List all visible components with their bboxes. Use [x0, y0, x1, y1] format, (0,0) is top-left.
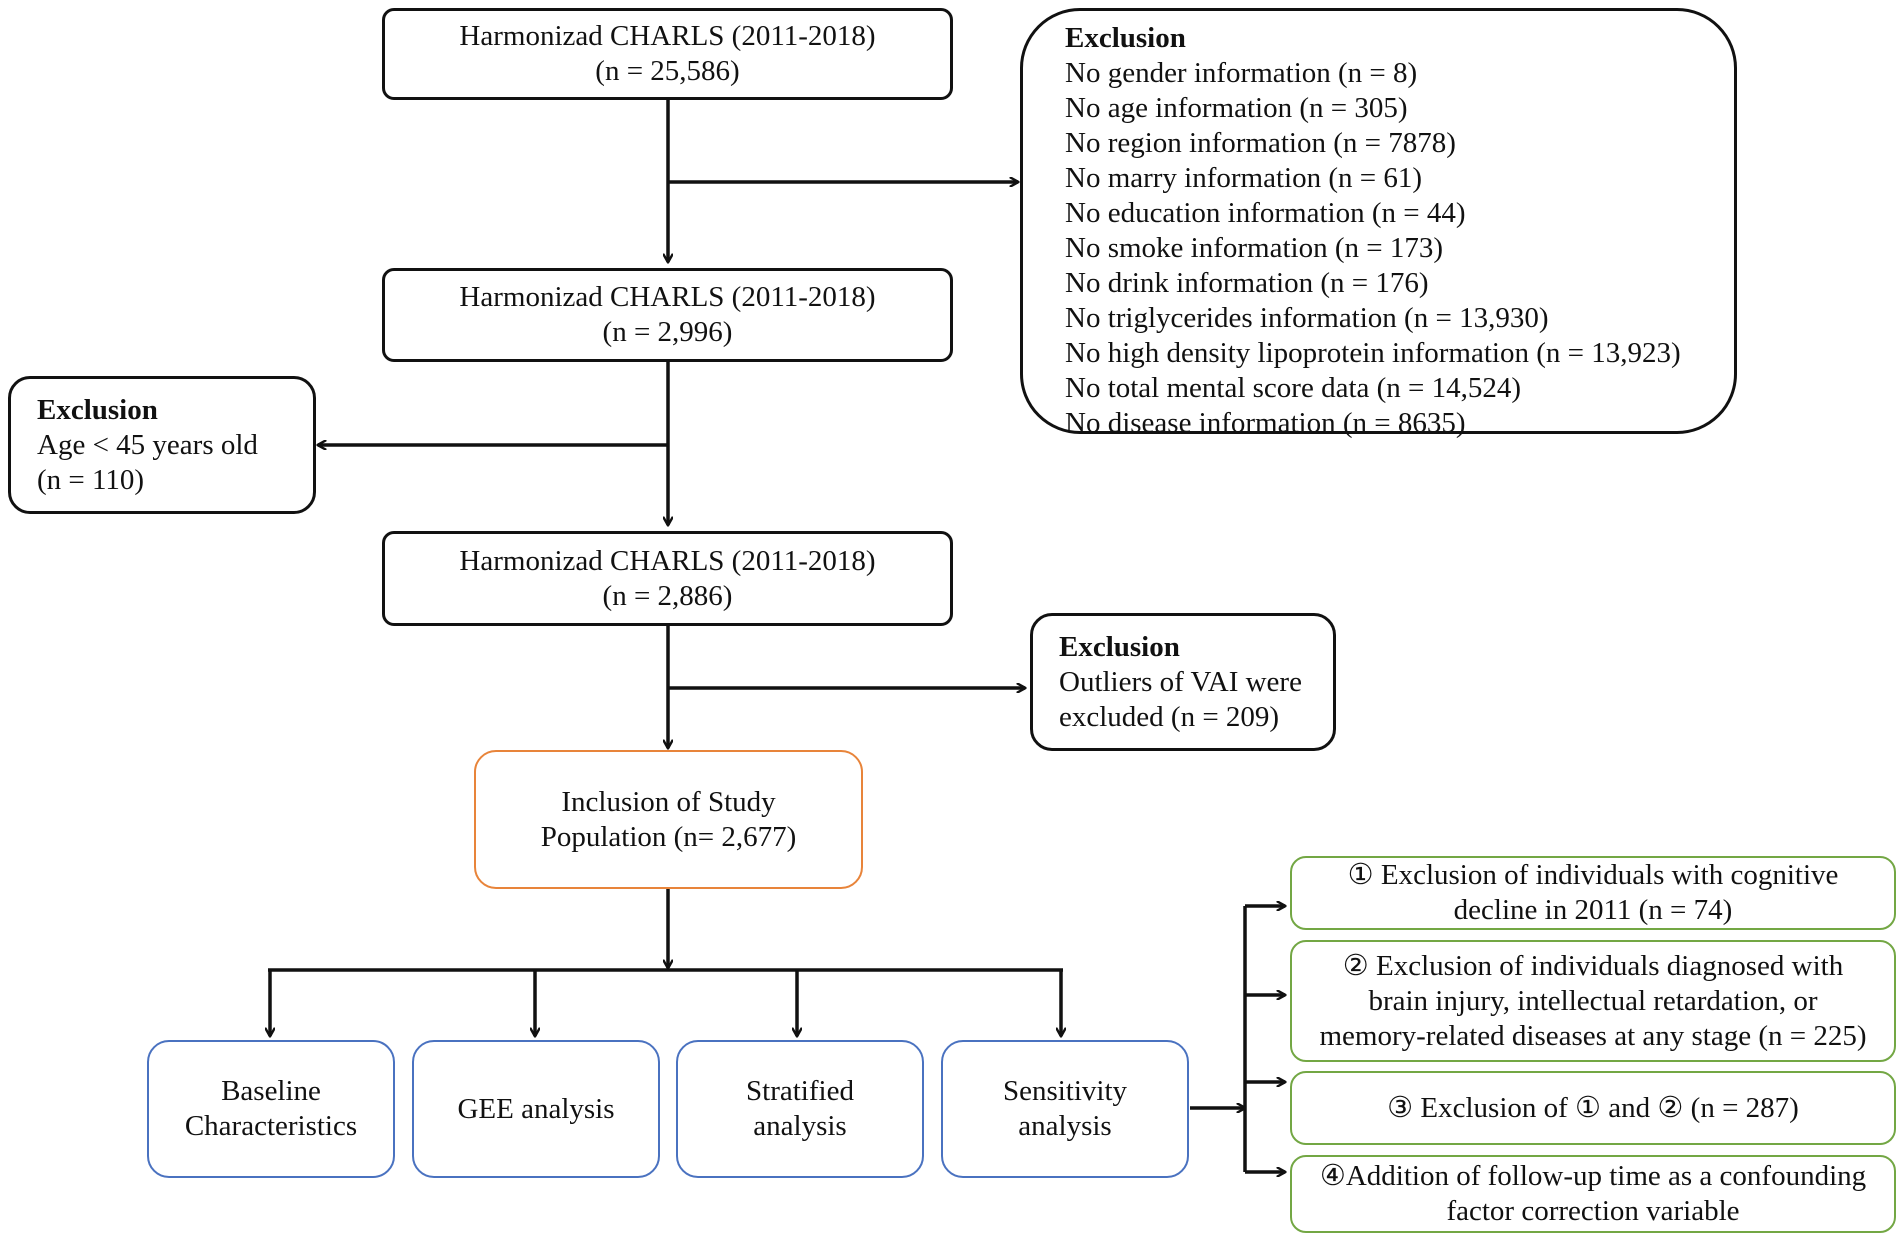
exclusion-title: Exclusion — [1059, 630, 1180, 663]
analysis-line1: Stratified — [746, 1075, 854, 1107]
exclusion-line1: Age < 45 years old — [37, 428, 258, 461]
exclusion-line1: Outliers of VAI were — [1059, 665, 1302, 698]
sensitivity-line2: brain injury, intellectual retardation, … — [1368, 984, 1818, 1017]
sensitivity-item-1: ① Exclusion of individuals with cognitiv… — [1290, 856, 1896, 930]
box-count: (n = 25,586) — [595, 55, 740, 87]
sensitivity-line2: decline in 2011 (n = 74) — [1453, 894, 1733, 926]
box-count: (n = 2,996) — [602, 316, 733, 348]
box-charls-2886: Harmonizad CHARLS (2011-2018) (n = 2,886… — [382, 531, 953, 626]
box-title: Harmonizad CHARLS (2011-2018) — [459, 544, 876, 577]
sensitivity-item-3: ③ Exclusion of ① and ② (n = 287) — [1290, 1071, 1896, 1145]
exclusion-box-missing-info: Exclusion No gender information (n = 8) … — [1020, 8, 1737, 439]
analysis-box-sensitivity: Sensitivity analysis — [941, 1040, 1189, 1178]
analysis-line1: Baseline — [221, 1075, 321, 1107]
box-title: Harmonizad CHARLS (2011-2018) — [459, 20, 876, 52]
exclusion-item: No smoke information (n = 173) — [1065, 232, 1443, 264]
exclusion-title: Exclusion — [1065, 22, 1186, 54]
exclusion-item: No education information (n = 44) — [1065, 197, 1466, 229]
analysis-line1: GEE analysis — [457, 1092, 615, 1125]
exclusion-item: No age information (n = 305) — [1065, 92, 1408, 124]
box-charls-2996: Harmonizad CHARLS (2011-2018) (n = 2,996… — [382, 268, 953, 362]
exclusion-box-vai-outliers: Exclusion Outliers of VAI were excluded … — [1030, 613, 1336, 751]
exclusion-item: No disease information (n = 8635) — [1065, 407, 1466, 439]
analysis-box-gee: GEE analysis — [412, 1040, 660, 1178]
exclusion-line2: excluded (n = 209) — [1059, 700, 1280, 733]
analysis-line2: analysis — [753, 1110, 847, 1142]
analysis-line1: Sensitivity — [1002, 1075, 1128, 1107]
sensitivity-line1: ② Exclusion of individuals diagnosed wit… — [1342, 949, 1844, 982]
analysis-line2: Characteristics — [184, 1110, 358, 1142]
exclusion-item: No total mental score data (n = 14,524) — [1065, 372, 1522, 404]
exclusion-item: No region information (n = 7878) — [1065, 127, 1456, 159]
sensitivity-item-2: ② Exclusion of individuals diagnosed wit… — [1290, 940, 1896, 1062]
sensitivity-line1: ③ Exclusion of ① and ② (n = 287) — [1387, 1091, 1799, 1124]
exclusion-box-age: Exclusion Age < 45 years old (n = 110) — [8, 376, 316, 514]
box-title: Harmonizad CHARLS (2011-2018) — [459, 281, 876, 313]
exclusion-item: No triglycerides information (n = 13,930… — [1065, 302, 1549, 334]
analysis-line2: analysis — [1018, 1110, 1112, 1142]
sensitivity-line3: memory-related diseases at any stage (n … — [1319, 1019, 1867, 1052]
box-inclusion-study-population: Inclusion of Study Population (n= 2,677) — [474, 750, 863, 889]
sensitivity-line1: ④Addition of follow-up time as a confoun… — [1319, 1160, 1867, 1192]
exclusion-item: No marry information (n = 61) — [1065, 162, 1423, 194]
exclusion-item: No drink information (n = 176) — [1065, 267, 1429, 299]
inclusion-line2: Population (n= 2,677) — [540, 820, 797, 853]
sensitivity-line1: ① Exclusion of individuals with cognitiv… — [1347, 859, 1839, 891]
exclusion-line2: (n = 110) — [37, 463, 145, 496]
analysis-box-stratified: Stratified analysis — [676, 1040, 924, 1178]
box-count: (n = 2,886) — [602, 579, 733, 612]
box-charls-25586: Harmonizad CHARLS (2011-2018) (n = 25,58… — [382, 8, 953, 100]
sensitivity-item-4: ④Addition of follow-up time as a confoun… — [1290, 1155, 1896, 1233]
exclusion-item: No gender information (n = 8) — [1065, 57, 1418, 89]
exclusion-title: Exclusion — [37, 393, 158, 426]
inclusion-line1: Inclusion of Study — [561, 785, 776, 818]
exclusion-item: No high density lipoprotein information … — [1065, 337, 1681, 369]
analysis-box-baseline: Baseline Characteristics — [147, 1040, 395, 1178]
sensitivity-line2: factor correction variable — [1446, 1195, 1740, 1227]
